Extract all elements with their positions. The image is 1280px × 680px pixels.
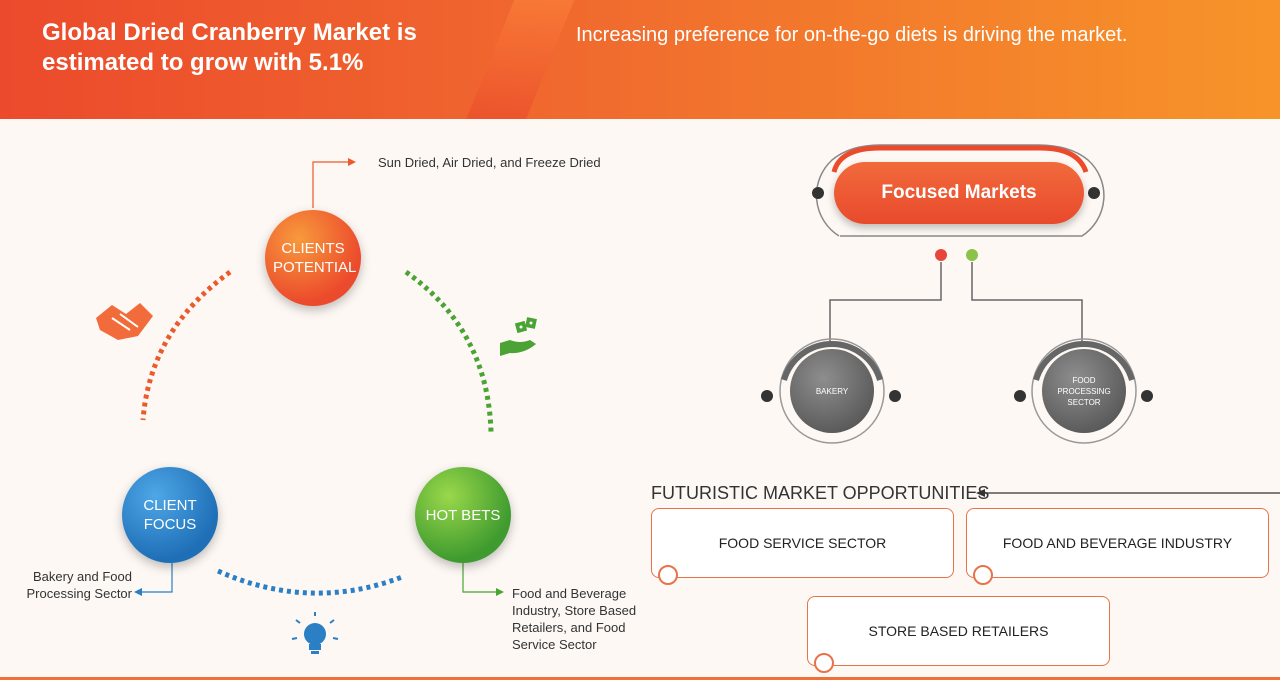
segment-food-processing-label: FOOD PROCESSING SECTOR: [1057, 375, 1111, 407]
dice-hand-icon: [500, 317, 537, 356]
opportunity-box: FOOD AND BEVERAGE INDUSTRY: [966, 508, 1269, 585]
client-focus-note: Bakery and Food Processing Sector: [26, 569, 133, 601]
lightbulb-icon: [291, 612, 339, 654]
header-banner: Global Dried Cranberry Market is estimat…: [0, 0, 1280, 119]
segment-bakery-label: BAKERY: [815, 386, 849, 396]
segment-food-processing: FOOD PROCESSING SECTOR: [1042, 349, 1126, 433]
opportunity-label: STORE BASED RETAILERS: [868, 623, 1049, 639]
clients-potential-circle: CLIENTS POTENTIAL: [265, 210, 361, 306]
connector-hot: [462, 563, 498, 593]
opportunity-label: FOOD AND BEVERAGE INDUSTRY: [1002, 535, 1233, 551]
status-dot-green: [966, 249, 978, 261]
opportunities-title: FUTURISTIC MARKET OPPORTUNITIES: [651, 483, 990, 503]
page-title: Global Dried Cranberry Market is estimat…: [42, 19, 417, 76]
pill-top-accent: [831, 145, 1089, 173]
opportunity-box: STORE BASED RETAILERS: [807, 596, 1110, 673]
clients-potential-note: Sun Dried, Air Dried, and Freeze Dried: [378, 155, 601, 170]
clients-potential-label: CLIENTS POTENTIAL: [273, 240, 357, 276]
opportunity-dot: [814, 653, 834, 673]
client-focus-circle: CLIENT FOCUS: [122, 467, 218, 563]
connector-potential: [312, 161, 350, 208]
opportunity-label: FOOD SERVICE SECTOR: [718, 535, 887, 551]
client-focus-label: CLIENT FOCUS: [143, 497, 197, 533]
opportunity-box: FOOD SERVICE SECTOR: [651, 508, 954, 585]
arc-green: [404, 269, 494, 433]
arc-orange: [140, 269, 232, 421]
arc-blue: [216, 568, 403, 596]
opportunity-dot: [973, 565, 993, 585]
opportunity-dot: [658, 565, 678, 585]
handshake-icon: [96, 303, 153, 340]
header-tagline: Increasing preference for on-the-go diet…: [576, 24, 1128, 46]
status-dot-red: [935, 249, 947, 261]
hot-bets-note: Food and Beverage Industry, Store Based …: [512, 586, 637, 652]
hot-bets-circle: HOT BETS: [415, 467, 511, 563]
bottom-border: [0, 677, 1280, 680]
segment-bakery: BAKERY: [790, 349, 874, 433]
focused-markets-pill: Focused Markets: [834, 162, 1084, 224]
hot-bets-label: HOT BETS: [425, 506, 501, 524]
connector-focus: [140, 563, 173, 593]
